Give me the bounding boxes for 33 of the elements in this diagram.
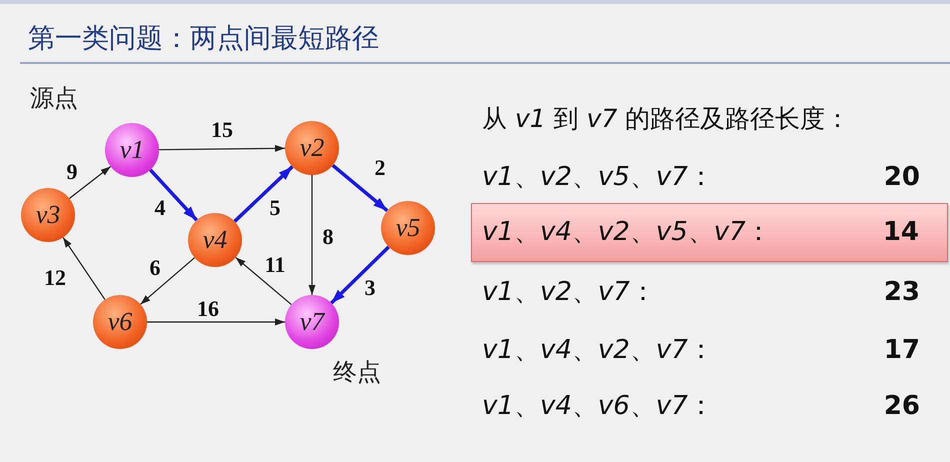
vertex-circle: v7 (285, 295, 339, 349)
arrow (308, 175, 316, 295)
highlight-row (471, 203, 948, 262)
endpoint-label: 终点 (333, 357, 381, 388)
arrow (140, 257, 195, 305)
path-length: 26 (884, 391, 920, 421)
vertex-circle: v6 (93, 295, 147, 349)
table-heading: 从 v1 到 v7 的路径及路径长度： (482, 104, 850, 134)
endpoint-label: 源点 (30, 83, 78, 114)
path-text: v1、v4、v2、v7： (482, 335, 714, 365)
arrow (68, 166, 112, 199)
path-length: 17 (884, 335, 920, 365)
path-length: 23 (884, 277, 920, 307)
arrow (147, 318, 285, 326)
vertex-circle: v4 (188, 213, 242, 267)
arrow (159, 144, 285, 152)
arrow (330, 246, 390, 304)
path-length: 14 (882, 217, 919, 247)
vertex-circle: v2 (285, 121, 339, 175)
vertex-circle: v3 (21, 188, 75, 242)
arrow (149, 168, 198, 222)
path-text: v1、v4、v2、v5、v7： (482, 217, 772, 247)
path-length: 20 (884, 162, 920, 192)
vertex-circle: v1 (105, 123, 159, 177)
path-text: v1、v2、v5、v7： (482, 162, 714, 192)
vertex-circle: v5 (381, 201, 435, 255)
arrow (332, 164, 388, 212)
arrow (233, 165, 294, 223)
path-text: v1、v2、v7： (482, 277, 656, 307)
path-text: v1、v4、v6、v7： (482, 391, 714, 421)
arrow (62, 237, 106, 300)
title: 第一类问题：两点间最短路径 (28, 22, 379, 56)
arrow (235, 256, 292, 306)
